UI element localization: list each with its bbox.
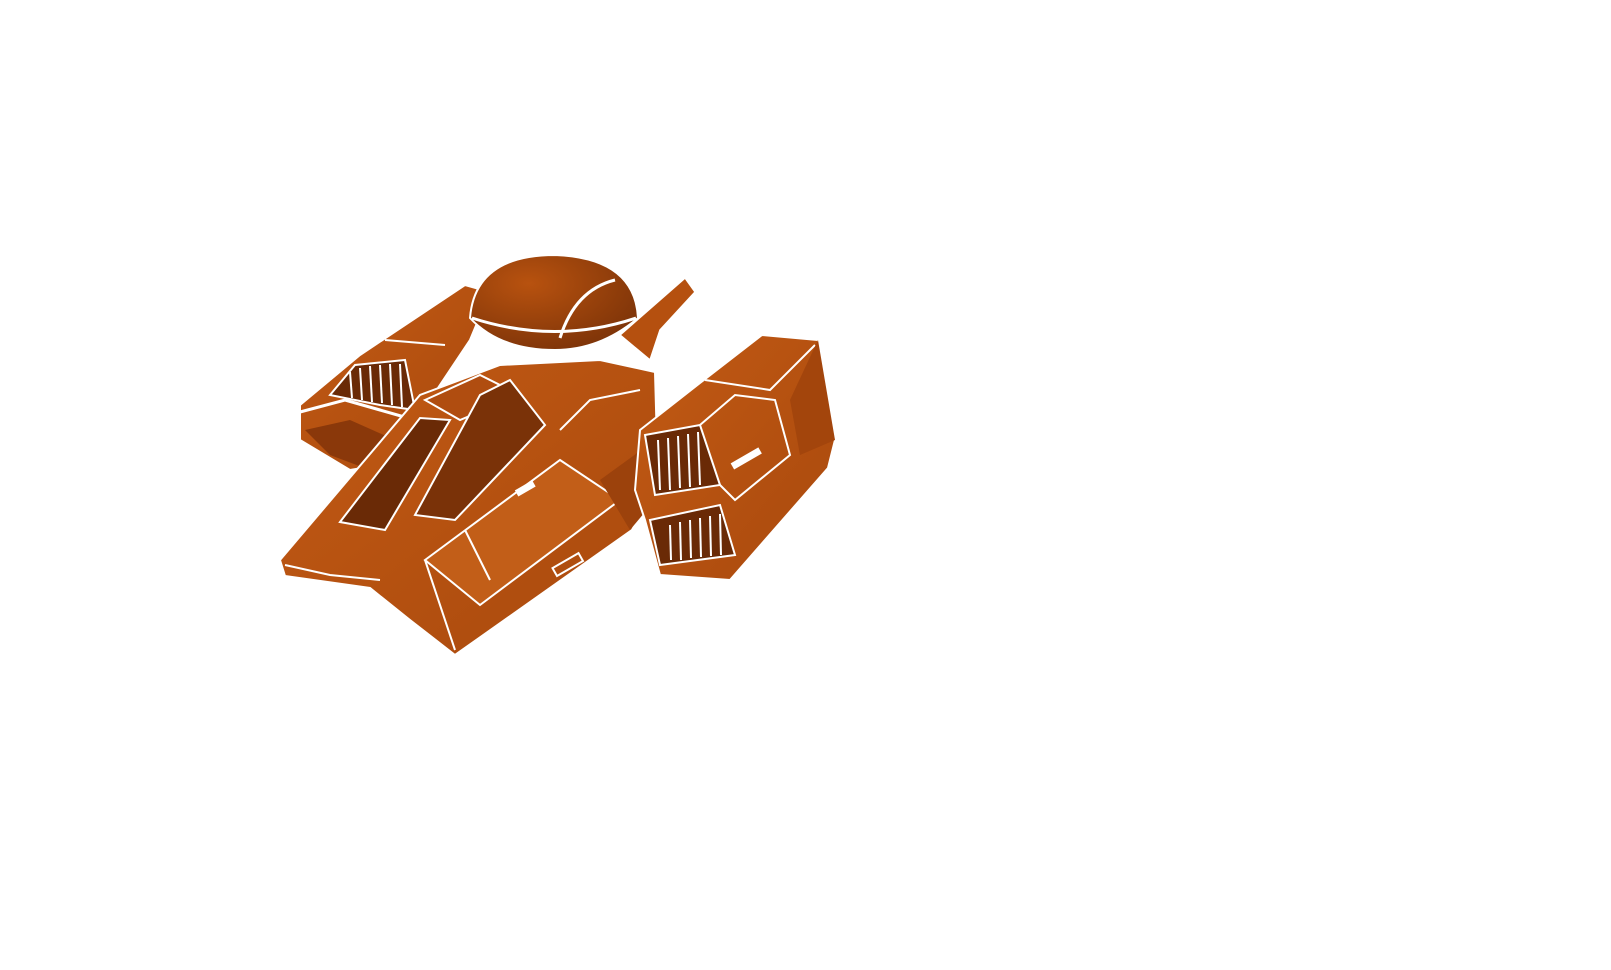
canopy-window [413,378,547,522]
dorsal-fin [618,276,696,362]
cockpit-window [338,416,452,532]
hull-vent [551,551,585,578]
cockpit-dome [468,253,640,352]
right-engine-pod [633,333,837,582]
